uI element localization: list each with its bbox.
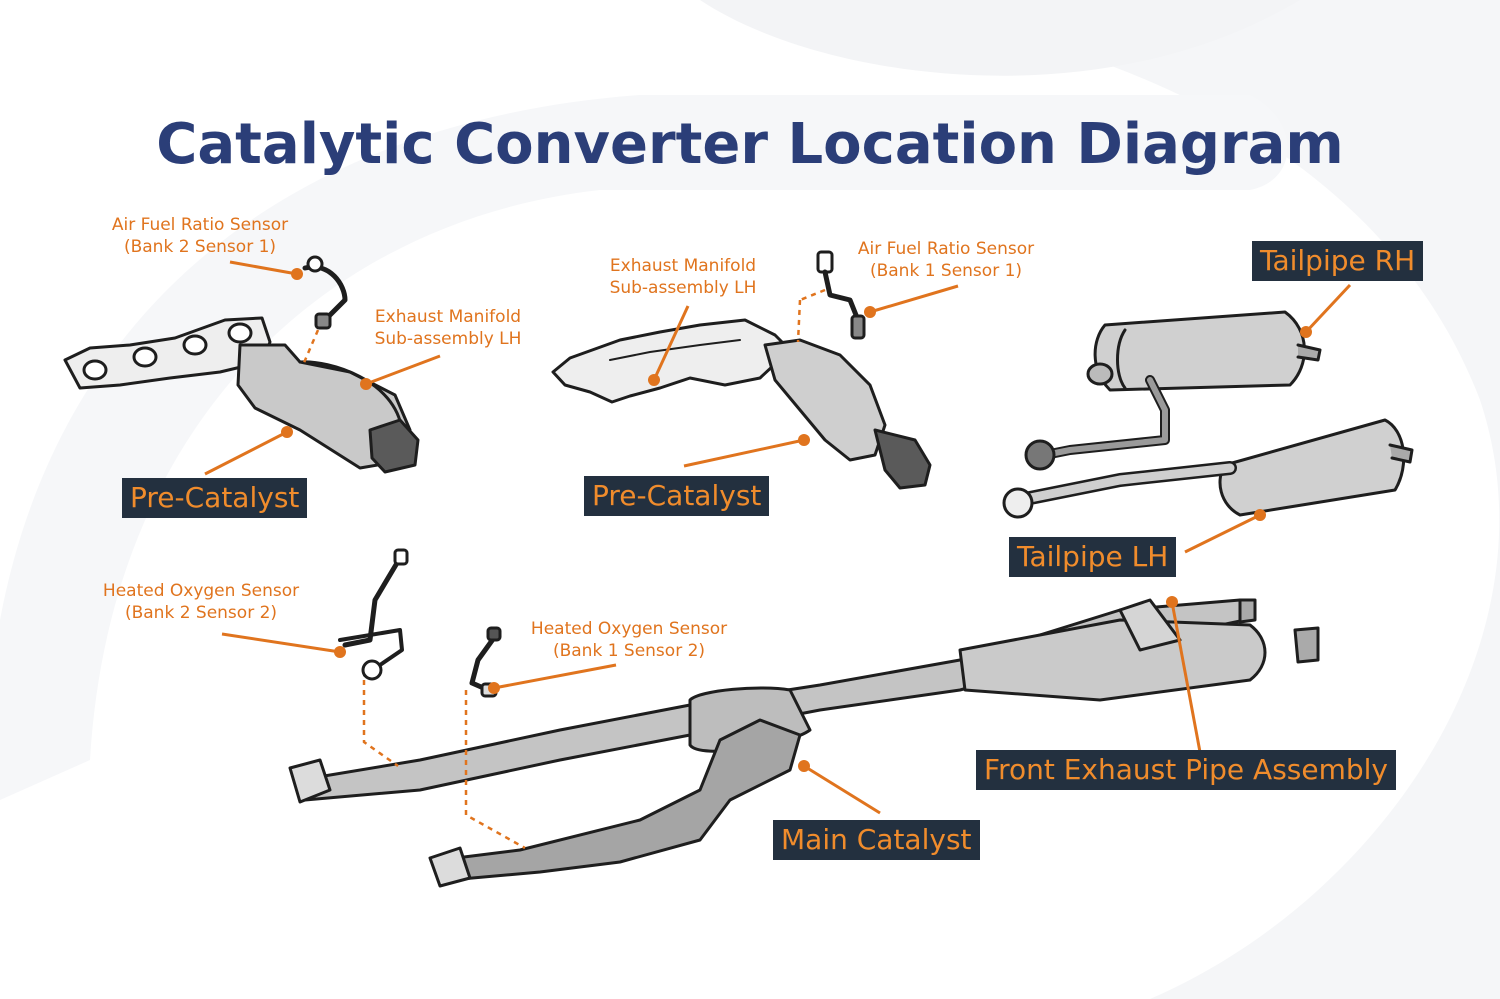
box-tailpipe-rh: Tailpipe RH — [1252, 241, 1424, 281]
front-exhaust-pipe-part — [288, 598, 1320, 888]
pre-catalyst-left-part — [236, 343, 420, 474]
box-pre-catalyst-left: Pre-Catalyst — [122, 478, 308, 518]
afr-sensor-bank1-part — [816, 250, 866, 340]
afr-sensor-bank2-part — [302, 255, 348, 330]
leader-dots — [281, 268, 1312, 772]
dashed-guides — [301, 288, 826, 850]
box-front-exhaust-pipe-assembly: Front Exhaust Pipe Assembly — [976, 750, 1397, 790]
tailpipe-lh-part — [1002, 418, 1414, 519]
box-main-catalyst: Main Catalyst — [773, 820, 980, 860]
page-title: Catalytic Converter Location Diagram — [156, 112, 1344, 177]
box-tailpipe-lh: Tailpipe LH — [1009, 537, 1177, 577]
label-heated-o2-sensor-bank2: Heated Oxygen Sensor(Bank 2 Sensor 2) — [102, 581, 300, 623]
label-afr-sensor-bank2: Air Fuel Ratio Sensor(Bank 2 Sensor 1) — [111, 215, 289, 257]
box-pre-catalyst-mid: Pre-Catalyst — [584, 476, 770, 516]
exhaust-manifold-mid-part — [551, 318, 792, 404]
label-afr-sensor-bank1: Air Fuel Ratio Sensor(Bank 1 Sensor 1) — [857, 239, 1035, 281]
label-heated-o2-sensor-bank1: Heated Oxygen Sensor(Bank 1 Sensor 2) — [530, 619, 728, 661]
pre-catalyst-mid-part — [763, 338, 932, 490]
exhaust-manifold-left-part — [63, 316, 272, 390]
leader-lines — [204, 260, 1352, 815]
tailpipe-rh-part — [1024, 310, 1322, 471]
heated-o2-sensor-bank2-part — [338, 548, 409, 681]
